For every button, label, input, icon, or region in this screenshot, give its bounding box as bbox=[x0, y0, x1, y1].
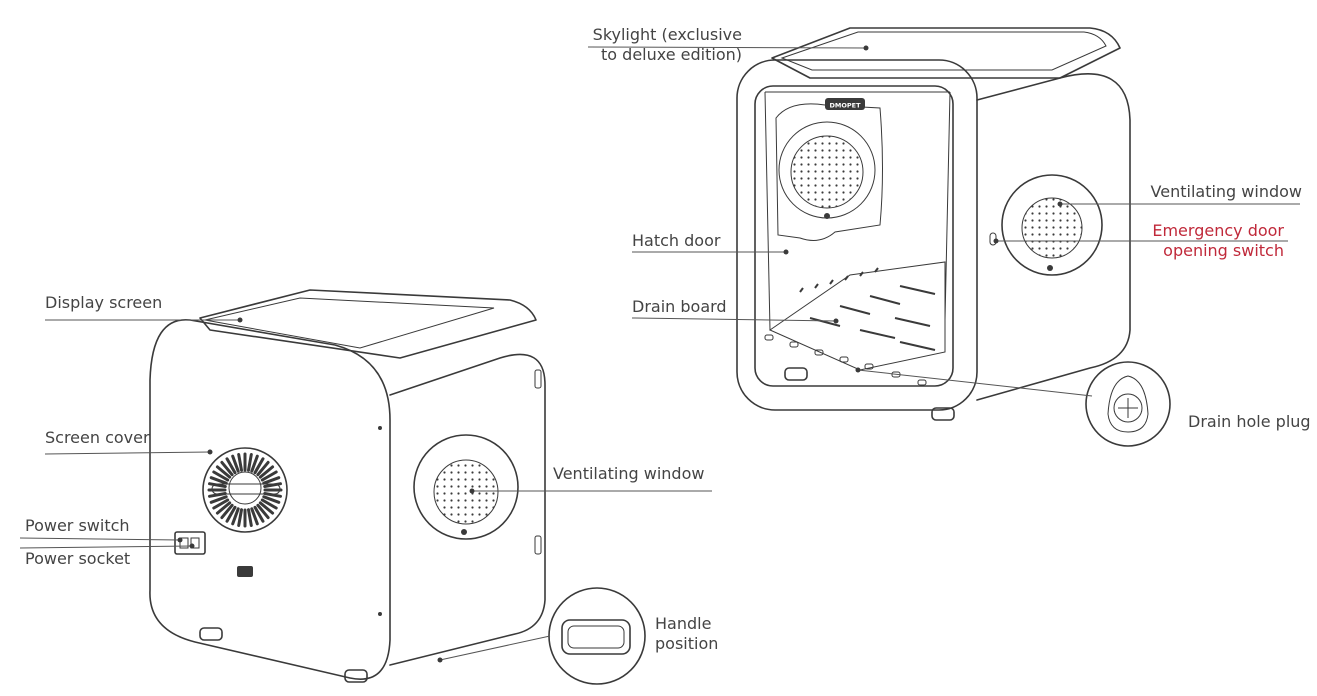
right-unit-drawing: DMOPET bbox=[736, 27, 1171, 447]
fan-ray bbox=[231, 507, 240, 526]
right-unit-drain-slots bbox=[799, 267, 936, 351]
left-unit-leaders bbox=[19, 317, 712, 663]
right-unit-hatch bbox=[775, 103, 883, 241]
label-ventilating-window-right: Ventilating window bbox=[1150, 182, 1302, 201]
right-unit-drain-board bbox=[768, 261, 946, 371]
fan-ray bbox=[209, 476, 228, 485]
fan-ray bbox=[220, 460, 234, 477]
label-drain-hole-plug: Drain hole plug bbox=[1188, 412, 1311, 431]
label-screen-cover: Screen cover bbox=[45, 428, 150, 447]
left-unit-side-vent-ring bbox=[413, 434, 519, 540]
fan-ray bbox=[208, 482, 227, 488]
label-display-screen: Display screen bbox=[45, 293, 163, 312]
label-skylight-line1: Skylight (exclusive bbox=[592, 25, 742, 44]
right-unit-top bbox=[771, 27, 1121, 79]
label-drain-board: Drain board bbox=[632, 297, 727, 316]
fan-ray bbox=[262, 495, 281, 504]
fan-ray bbox=[231, 454, 240, 473]
label-hatch-door: Hatch door bbox=[632, 231, 721, 250]
label-emergency-line1: Emergency door bbox=[1152, 221, 1284, 240]
fan-ray bbox=[258, 501, 275, 515]
fan-ray bbox=[250, 454, 259, 473]
right-unit-inner-vent bbox=[790, 135, 864, 209]
label-handle-line1: Handle bbox=[655, 614, 712, 633]
left-unit-display bbox=[204, 297, 495, 349]
left-unit-power-socket bbox=[174, 531, 206, 555]
fan-ray bbox=[215, 465, 232, 479]
right-unit-skylight bbox=[780, 31, 1107, 71]
label-skylight: Skylight (exclusive to deluxe edition) bbox=[570, 25, 742, 65]
fan-ray bbox=[220, 503, 234, 520]
right-unit-side-vent bbox=[1021, 197, 1083, 259]
label-power-switch: Power switch bbox=[25, 516, 130, 535]
left-unit-side bbox=[389, 353, 546, 666]
brand-badge: DMOPET bbox=[829, 102, 861, 110]
fan-ray bbox=[237, 508, 243, 527]
fan-ray bbox=[260, 470, 278, 482]
fan-ray bbox=[250, 507, 259, 526]
right-unit-front-opening bbox=[754, 85, 954, 387]
left-unit-drawing bbox=[149, 289, 646, 685]
label-skylight-line2: to deluxe edition) bbox=[601, 45, 742, 64]
left-unit-back bbox=[149, 319, 391, 680]
fan-ray bbox=[225, 505, 237, 523]
label-emergency-line2: opening switch bbox=[1163, 241, 1284, 260]
left-unit-fan-rays bbox=[207, 452, 283, 528]
right-unit-inner-back bbox=[764, 91, 951, 331]
label-emergency-switch: Emergency door opening switch bbox=[1110, 221, 1284, 261]
fan-ray bbox=[247, 453, 253, 472]
drain-plug-zoom bbox=[1085, 361, 1171, 447]
fan-ray bbox=[212, 498, 230, 510]
fan-ray bbox=[237, 453, 243, 472]
right-unit-leaders bbox=[587, 45, 1300, 397]
fan-ray bbox=[209, 495, 228, 504]
fan-ray bbox=[260, 498, 278, 510]
left-unit-top bbox=[199, 289, 537, 359]
right-unit-front-frame bbox=[736, 59, 978, 411]
fan-ray bbox=[247, 508, 253, 527]
brand-badge-box bbox=[825, 98, 865, 110]
label-ventilating-window-left: Ventilating window bbox=[553, 464, 705, 483]
fan-ray bbox=[262, 476, 281, 485]
fan-ray bbox=[215, 501, 232, 515]
fan-ray bbox=[212, 470, 230, 482]
left-unit-screen-cover bbox=[202, 447, 288, 533]
fan-ray bbox=[258, 465, 275, 479]
fan-ray bbox=[253, 457, 265, 475]
right-unit-side-vent-ring bbox=[1001, 174, 1103, 276]
fan-ray bbox=[263, 482, 282, 488]
label-handle-line2: position bbox=[655, 634, 719, 653]
left-unit-side-vent bbox=[433, 459, 499, 525]
fan-ray bbox=[256, 503, 270, 520]
fan-ray bbox=[256, 460, 270, 477]
label-handle-position: Handle position bbox=[655, 614, 718, 654]
label-power-socket: Power socket bbox=[25, 549, 131, 568]
right-unit-side bbox=[976, 73, 1131, 401]
fan-ray bbox=[225, 457, 237, 475]
fan-ray bbox=[253, 505, 265, 523]
